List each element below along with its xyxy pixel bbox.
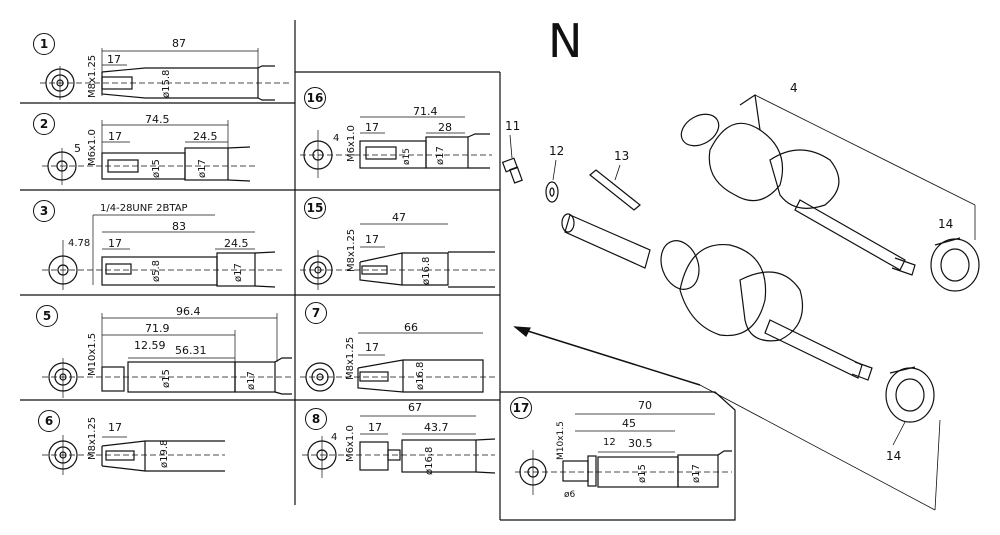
diameter: ø17 xyxy=(197,159,208,178)
bearing-upper xyxy=(930,237,980,292)
shaft-17 xyxy=(515,413,732,495)
diameter: ø6 xyxy=(564,490,576,500)
diameter: ø16.8 xyxy=(424,446,435,475)
thread-spec: M6x1.0 xyxy=(345,425,356,462)
dimension: 17 xyxy=(108,130,122,143)
dimension: 17 xyxy=(365,121,379,134)
thread-spec: M6x1.0 xyxy=(87,129,98,166)
diameter: ø15 xyxy=(637,464,648,483)
dimension: 71.4 xyxy=(413,105,438,118)
bearing-lower xyxy=(885,366,935,423)
diameter: ø16.8 xyxy=(421,256,432,285)
dimension: 17 xyxy=(108,421,122,434)
crankshaft-illustration xyxy=(501,93,980,511)
diameter: ø15 xyxy=(402,148,412,165)
thread-spec: M8x1.25 xyxy=(87,416,98,460)
tap-note: 1/4-28UNF 2BTAP xyxy=(100,203,188,214)
dimension: 30.5 xyxy=(628,437,653,450)
shaft-3 xyxy=(42,214,285,290)
dimension: 96.4 xyxy=(176,305,201,318)
dimension: 45 xyxy=(622,417,636,430)
thread-spec: M8x1.25 xyxy=(345,336,356,380)
thread-spec: M10x1.5 xyxy=(87,332,98,376)
panel-number-5: 5 xyxy=(36,305,58,327)
dimension: 17 xyxy=(368,421,382,434)
panel-number-3: 3 xyxy=(33,200,55,222)
panel-number-17: 17 xyxy=(510,397,532,419)
panel-number-16: 16 xyxy=(304,87,326,109)
dimension: 24.5 xyxy=(193,130,218,143)
panel-number-1: 1 xyxy=(33,33,55,55)
washer-12 xyxy=(545,181,559,203)
shaft-5 xyxy=(42,313,292,398)
bolt-11 xyxy=(501,157,523,184)
shaft-7 xyxy=(300,332,495,393)
shaft-6 xyxy=(42,435,225,475)
dimension: 4.78 xyxy=(68,238,91,249)
dimension: 24.5 xyxy=(224,237,249,250)
dimension: 4 xyxy=(331,432,338,443)
key-13 xyxy=(589,169,641,211)
diameter: ø17 xyxy=(246,371,257,390)
diameter: ø17 xyxy=(233,263,244,282)
dimension: 47 xyxy=(392,211,406,224)
diameter: ø16.8 xyxy=(415,361,426,390)
callout-bearing-upper: 14 xyxy=(938,217,954,231)
diameter: ø15 xyxy=(151,159,162,178)
callout-crankshaft: 4 xyxy=(790,81,798,95)
section-letter: N xyxy=(548,14,583,68)
dimension: 66 xyxy=(404,321,418,334)
dimension: 83 xyxy=(172,220,186,233)
diameter: ø17 xyxy=(435,146,446,165)
panel-number-6: 6 xyxy=(38,410,60,432)
dimension: 17 xyxy=(365,341,379,354)
diameter: ø19.8 xyxy=(159,439,170,468)
shaft-2 xyxy=(42,120,255,185)
dimension: 17 xyxy=(365,233,379,246)
dimension: 70 xyxy=(638,399,652,412)
shaft-15 xyxy=(300,223,495,290)
shaft-1 xyxy=(40,48,290,101)
dimension: 12.59 xyxy=(134,339,166,352)
callout-washer: 12 xyxy=(549,144,565,158)
callout-bolt: 11 xyxy=(505,119,521,133)
dimension: 28 xyxy=(438,121,452,134)
dimension: 71.9 xyxy=(145,322,170,335)
crankshaft-upper xyxy=(680,93,916,276)
dimension: 67 xyxy=(408,401,422,414)
crankshaft-lower xyxy=(561,213,873,381)
diameter: ø15.8 xyxy=(161,69,172,98)
dimension: 5 xyxy=(74,142,81,155)
diameter: ø5.8 xyxy=(151,259,162,282)
shaft-drawings xyxy=(40,48,732,495)
dimension: 43.7 xyxy=(424,421,449,434)
shaft-16 xyxy=(300,116,492,178)
dimension: 17 xyxy=(108,237,122,250)
diameter: ø15 xyxy=(161,369,172,388)
dimension: 4 xyxy=(333,133,340,144)
dimension: 74.5 xyxy=(145,113,170,126)
shaft-8 xyxy=(302,415,496,478)
thread-spec: M10x1.5 xyxy=(556,421,566,460)
thread-spec: M8x1.25 xyxy=(87,54,98,98)
dimension: 12 xyxy=(603,437,616,448)
panel-number-2: 2 xyxy=(33,113,55,135)
panel-number-8: 8 xyxy=(305,408,327,430)
leader-lines xyxy=(509,94,976,511)
dimension: 56.31 xyxy=(175,344,207,357)
thread-spec: M6x1.0 xyxy=(346,125,357,162)
callout-bearing-lower: 14 xyxy=(886,449,902,463)
diameter: ø17 xyxy=(691,464,702,483)
panel-frames xyxy=(20,20,736,521)
thread-spec: M8x1.25 xyxy=(346,228,357,272)
callout-key: 13 xyxy=(614,149,630,163)
panel-number-15: 15 xyxy=(304,197,326,219)
panel-number-7: 7 xyxy=(305,302,327,324)
dimension: 17 xyxy=(107,53,121,66)
dimension: 87 xyxy=(172,37,186,50)
